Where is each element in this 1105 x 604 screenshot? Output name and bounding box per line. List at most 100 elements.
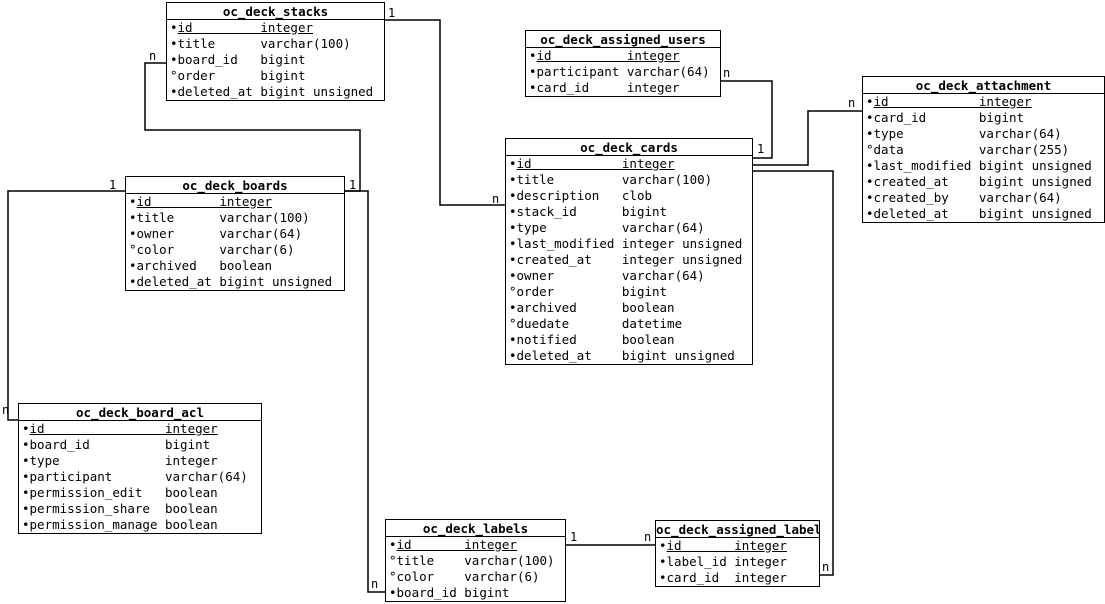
nullable-marker-icon: ° — [170, 67, 178, 83]
not-null-marker-icon: • — [22, 516, 30, 532]
field-title: °title varchar(100) — [386, 553, 565, 569]
connector-oc_deck_boards--oc_deck_board_acl — [7, 190, 125, 421]
field-text: id integer — [29, 420, 218, 436]
not-null-marker-icon: • — [129, 273, 137, 289]
not-null-marker-icon: • — [509, 171, 517, 187]
not-null-marker-icon: • — [659, 537, 667, 553]
entity-title: oc_deck_stacks — [167, 3, 384, 20]
field-permission_edit: •permission_edit boolean — [19, 485, 261, 501]
field-text: created_at bigint unsigned — [873, 173, 1092, 189]
entity-title: oc_deck_assigned_labels — [656, 522, 819, 538]
field-text: id integer — [177, 19, 313, 35]
field-id: •id integer — [656, 538, 819, 554]
not-null-marker-icon: • — [509, 187, 517, 203]
not-null-marker-icon: • — [529, 47, 537, 63]
field-text: title varchar(100) — [516, 171, 713, 187]
field-text: card_id integer — [536, 79, 680, 95]
field-text: title varchar(100) — [177, 35, 351, 51]
field-board_id: •board_id bigint — [19, 437, 261, 453]
field-duedate: °duedate datetime — [506, 316, 752, 332]
cardinality-label-1: 1 — [757, 142, 764, 156]
field-text: description clob — [516, 187, 652, 203]
field-text: participant varchar(64) — [29, 468, 248, 484]
not-null-marker-icon: • — [129, 193, 137, 209]
not-null-marker-icon: • — [509, 331, 517, 347]
not-null-marker-icon: • — [529, 63, 537, 79]
nullable-marker-icon: ° — [389, 568, 397, 584]
field-color: °color varchar(6) — [126, 242, 344, 258]
connector-oc_deck_cards--oc_deck_assigned_labels — [753, 170, 834, 576]
entity-oc_deck_stacks: oc_deck_stacks•id integer•title varchar(… — [166, 2, 385, 101]
field-text: type varchar(64) — [516, 219, 705, 235]
not-null-marker-icon: • — [170, 83, 178, 99]
connector-oc_deck_cards--oc_deck_assigned_users — [721, 80, 773, 159]
entity-title: oc_deck_assigned_users — [526, 31, 720, 48]
field-text: stack_id bigint — [516, 203, 668, 219]
field-text: deleted_at bigint unsigned — [177, 83, 374, 99]
not-null-marker-icon: • — [509, 267, 517, 283]
field-text: deleted_at bigint unsigned — [873, 205, 1092, 221]
nullable-marker-icon: ° — [866, 141, 874, 157]
not-null-marker-icon: • — [22, 436, 30, 452]
not-null-marker-icon: • — [509, 235, 517, 251]
field-text: permission_edit boolean — [29, 484, 218, 500]
nullable-marker-icon: ° — [129, 241, 137, 257]
field-text: archived boolean — [516, 299, 675, 315]
not-null-marker-icon: • — [170, 19, 178, 35]
entity-oc_deck_attachment: oc_deck_attachment•id integer•card_id bi… — [862, 76, 1105, 223]
field-created_at: •created_at integer unsigned — [506, 252, 752, 268]
cardinality-label-n: n — [2, 403, 9, 417]
entity-title: oc_deck_labels — [386, 520, 565, 537]
field-deleted_at: •deleted_at bigint unsigned — [126, 274, 344, 290]
entity-oc_deck_assigned_labels: oc_deck_assigned_labels•id integer•label… — [655, 520, 820, 587]
not-null-marker-icon: • — [129, 225, 137, 241]
field-text: id integer — [136, 193, 272, 209]
field-deleted_at: •deleted_at bigint unsigned — [506, 348, 752, 364]
field-description: •description clob — [506, 188, 752, 204]
field-created_by: •created_by varchar(64) — [863, 190, 1104, 206]
not-null-marker-icon: • — [129, 257, 137, 273]
not-null-marker-icon: • — [866, 205, 874, 221]
entity-title: oc_deck_boards — [126, 177, 344, 194]
field-text: type varchar(64) — [873, 125, 1062, 141]
field-text: deleted_at bigint unsigned — [136, 273, 333, 289]
field-stack_id: •stack_id bigint — [506, 204, 752, 220]
field-text: duedate datetime — [516, 315, 683, 331]
not-null-marker-icon: • — [389, 536, 397, 552]
field-card_id: •card_id integer — [656, 570, 819, 586]
field-text: last_modified bigint unsigned — [873, 157, 1092, 173]
field-text: board_id bigint — [29, 436, 211, 452]
field-id: •id integer — [167, 20, 384, 36]
not-null-marker-icon: • — [509, 251, 517, 267]
field-notified: •notified boolean — [506, 332, 752, 348]
cardinality-label-n: n — [848, 96, 855, 110]
not-null-marker-icon: • — [509, 219, 517, 235]
field-title: •title varchar(100) — [167, 36, 384, 52]
cardinality-label-n: n — [723, 66, 730, 80]
entity-oc_deck_labels: oc_deck_labels•id integer°title varchar(… — [385, 519, 566, 602]
cardinality-label-n: n — [492, 192, 499, 206]
not-null-marker-icon: • — [22, 420, 30, 436]
not-null-marker-icon: • — [129, 209, 137, 225]
field-text: id integer — [536, 47, 680, 63]
field-text: board_id bigint — [396, 584, 510, 600]
field-text: color varchar(6) — [396, 568, 540, 584]
field-text: owner varchar(64) — [136, 225, 303, 241]
not-null-marker-icon: • — [866, 93, 874, 109]
not-null-marker-icon: • — [659, 553, 667, 569]
not-null-marker-icon: • — [866, 157, 874, 173]
field-type: •type varchar(64) — [863, 126, 1104, 142]
not-null-marker-icon: • — [529, 79, 537, 95]
field-text: data varchar(255) — [873, 141, 1070, 157]
field-card_id: •card_id bigint — [863, 110, 1104, 126]
field-id: •id integer — [126, 194, 344, 210]
entity-title: oc_deck_cards — [506, 139, 752, 156]
field-id: •id integer — [506, 156, 752, 172]
field-owner: •owner varchar(64) — [506, 268, 752, 284]
entity-oc_deck_board_acl: oc_deck_board_acl•id integer•board_id bi… — [18, 403, 262, 534]
field-text: notified boolean — [516, 331, 675, 347]
nullable-marker-icon: ° — [509, 283, 517, 299]
field-text: deleted_at bigint unsigned — [516, 347, 735, 363]
